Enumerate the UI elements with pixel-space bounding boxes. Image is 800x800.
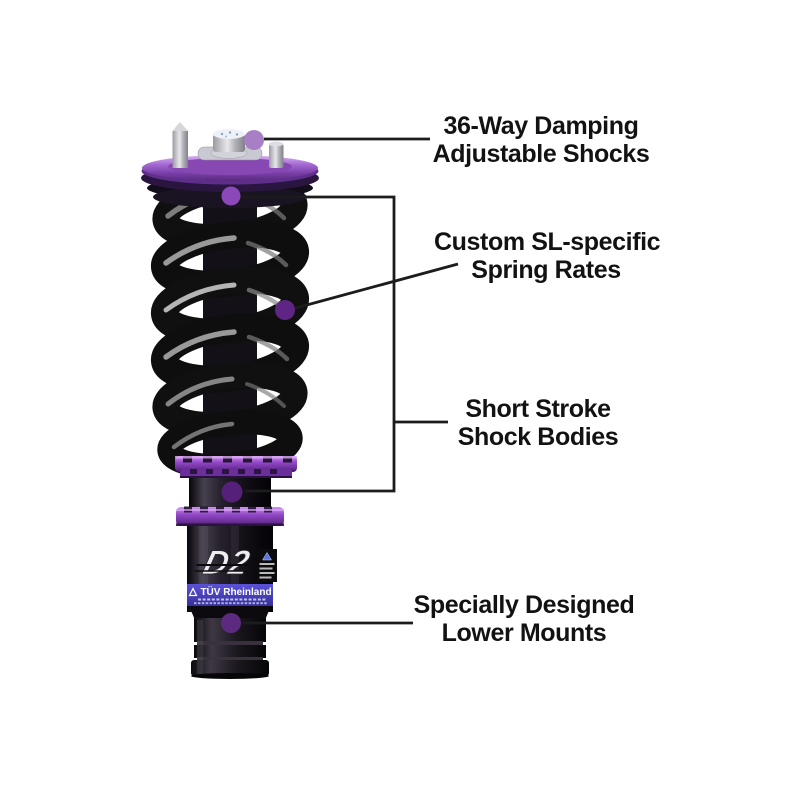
callout-spring-line1: Custom SL-specific bbox=[434, 228, 661, 256]
callout-spring: Custom SL-specific Spring Rates bbox=[434, 228, 661, 284]
damping-adjuster-nut bbox=[210, 129, 248, 159]
callout-spring-line2: Spring Rates bbox=[471, 256, 621, 284]
callout-line-spring bbox=[291, 262, 459, 311]
marker-dot-stroke-bottom bbox=[221, 481, 243, 503]
spring-seat-rings bbox=[175, 455, 297, 478]
top-hardware bbox=[172, 122, 284, 168]
callout-stroke-line2: Shock Bodies bbox=[457, 423, 619, 451]
callout-bracket-stroke bbox=[240, 195, 396, 493]
callout-lines bbox=[240, 137, 459, 625]
marker-dot-stroke-top bbox=[221, 186, 241, 206]
d2-logo: D2 bbox=[199, 544, 254, 581]
coilover-photo: D2 TÜV Rheinland bbox=[141, 122, 319, 679]
callout-damping: 36-Way Damping Adjustable Shocks bbox=[430, 112, 652, 168]
marker-dot-damping bbox=[244, 130, 264, 150]
warning-label bbox=[257, 549, 277, 582]
callout-stroke-line1: Short Stroke bbox=[465, 395, 611, 423]
callout-mounts-line2: Lower Mounts bbox=[441, 619, 607, 647]
coil-spring bbox=[150, 173, 310, 478]
marker-dot-spring bbox=[275, 300, 295, 320]
left-stud bbox=[172, 131, 188, 168]
brand-sticker: D2 bbox=[194, 544, 259, 582]
right-stud bbox=[269, 144, 284, 168]
tuv-triangle-icon bbox=[188, 587, 198, 597]
callout-mounts-line1: Specially Designed bbox=[413, 591, 635, 619]
warning-triangle-icon bbox=[262, 552, 272, 561]
callout-damping-line1: 36-Way Damping bbox=[443, 112, 639, 140]
marker-dot-mounts bbox=[221, 613, 241, 633]
marker-dots bbox=[221, 130, 295, 633]
locking-collar bbox=[176, 506, 284, 526]
callout-mounts: Specially Designed Lower Mounts bbox=[413, 591, 635, 647]
callout-damping-line2: Adjustable Shocks bbox=[432, 140, 650, 168]
callout-stroke: Short Stroke Shock Bodies bbox=[428, 395, 648, 451]
tuv-label-text: TÜV Rheinland bbox=[200, 585, 271, 598]
tuv-label: TÜV Rheinland bbox=[187, 584, 273, 606]
